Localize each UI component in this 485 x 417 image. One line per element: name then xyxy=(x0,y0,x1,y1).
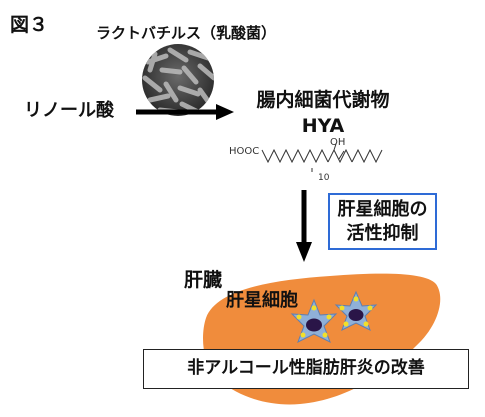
metabolite-line1: 腸内細菌代謝物 xyxy=(256,89,390,111)
conversion-arrow xyxy=(136,104,234,120)
effect-box: 肝星細胞の 活性抑制 xyxy=(328,193,437,250)
bacteria-micrograph-icon xyxy=(142,44,214,116)
stellate-cell-1 xyxy=(290,298,338,344)
stellate-cell-2 xyxy=(334,290,378,332)
metabolite-label: 腸内細菌代謝物 HYA xyxy=(238,87,408,139)
molecule-left-group: HOOC xyxy=(229,146,260,157)
effect-line1: 肝星細胞の xyxy=(337,199,428,220)
result-box: 非アルコール性脂肪肝炎の改善 xyxy=(143,349,469,389)
figure-label: 図３ xyxy=(10,14,49,36)
metabolite-line2: HYA xyxy=(301,115,345,137)
cells-label: 肝星細胞 xyxy=(226,290,298,311)
substrate-label: リノール酸 xyxy=(24,100,114,121)
hya-structure xyxy=(261,143,383,172)
bacteria-label: ラクトバチルス（乳酸菌） xyxy=(96,24,277,42)
effect-line2: 活性抑制 xyxy=(346,223,419,244)
result-label: 非アルコール性脂肪肝炎の改善 xyxy=(187,358,425,378)
molecule-chain-count: 10 xyxy=(318,173,330,183)
inhibition-arrow xyxy=(296,190,312,262)
molecule-hydroxyl: OH xyxy=(330,137,346,148)
organ-label: 肝臓 xyxy=(184,269,223,291)
